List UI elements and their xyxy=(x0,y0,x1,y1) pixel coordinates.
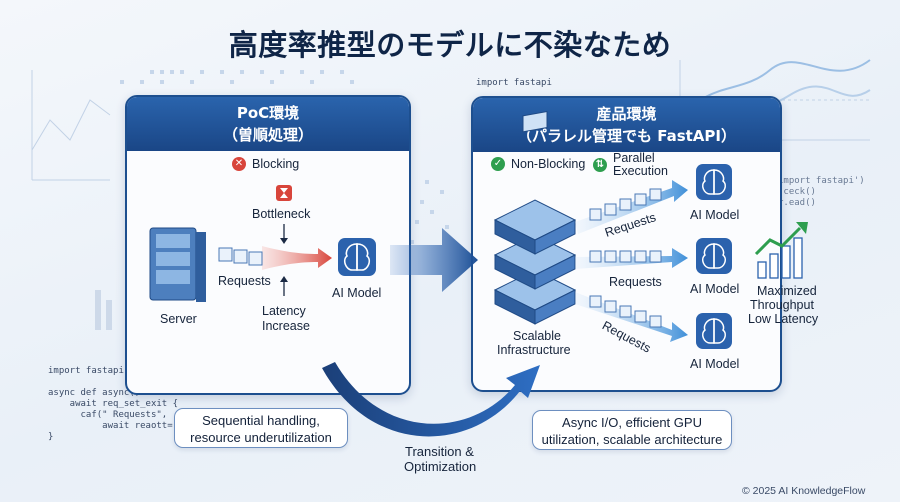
infra-label-line1: Scalable xyxy=(513,329,561,343)
non-blocking-check-icon: ✓ xyxy=(491,157,505,171)
metric-line1: Maximized xyxy=(757,284,817,298)
bottleneck-label: Bottleneck xyxy=(252,207,311,221)
prod-callout: Async I/O, efficient GPU utilization, sc… xyxy=(532,410,732,450)
poc-requests-label: Requests xyxy=(218,274,271,288)
parallel-label-line1: Parallel xyxy=(613,151,655,165)
transition-arrow-right xyxy=(390,228,478,292)
parallel-arrows-icon: ⇅ xyxy=(593,158,607,172)
prod-callout-line1: Async I/O, efficient GPU xyxy=(562,415,702,430)
code-snippet-right: import fastapi') )ceck() r.ead() xyxy=(778,176,865,208)
copyright-text: © 2025 AI KnowledgeFlow xyxy=(742,485,866,497)
blocking-x-icon: ✕ xyxy=(232,157,246,171)
blocking-label: Blocking xyxy=(252,157,300,171)
transition-label-line1: Transition & xyxy=(405,444,474,459)
poc-panel-header: PoC環境 （曽順処理） xyxy=(127,97,409,151)
poc-callout: Sequential handling, resource underutili… xyxy=(174,408,348,448)
parallel-label-line2: Execution xyxy=(613,164,668,178)
poc-header-title: PoC環境 xyxy=(236,104,300,122)
prod-callout-line2: utilization, scalable architecture xyxy=(541,432,723,447)
transition-label-line2: Optimization xyxy=(404,459,477,474)
hourglass-icon xyxy=(276,185,292,201)
server-label: Server xyxy=(160,312,197,326)
metric-line3: Low Latency xyxy=(748,312,819,326)
prod-header-title: 産品環境 xyxy=(596,105,657,123)
poc-callout-line1: Sequential handling, xyxy=(202,413,320,428)
requests-label-middle: Requests xyxy=(609,275,662,289)
poc-header-subtitle: （曽順処理） xyxy=(222,126,313,144)
infra-label-line2: Infrastructure xyxy=(497,343,571,357)
increase-label: Increase xyxy=(262,319,310,333)
ai-model-label-bottom: AI Model xyxy=(690,357,740,371)
transition-curve-arrow xyxy=(322,362,540,437)
non-blocking-label: Non-Blocking xyxy=(511,157,586,171)
poc-callout-line2: resource underutilization xyxy=(190,430,332,445)
metric-line2: Throughput xyxy=(750,298,814,312)
latency-label: Latency xyxy=(262,304,306,318)
ai-model-label-middle: AI Model xyxy=(690,282,740,296)
poc-ai-model-label: AI Model xyxy=(332,286,382,300)
code-snippet-top: import fastapi xyxy=(476,78,552,88)
code-snippet-left: import fastapi async def async(): await … xyxy=(48,366,179,442)
ai-model-label-top: AI Model xyxy=(690,208,740,222)
prod-header-subtitle: （パラレル管理でも FastAPI） xyxy=(517,127,736,145)
page-title: 高度率推型のモデルに不染なため xyxy=(228,28,672,62)
